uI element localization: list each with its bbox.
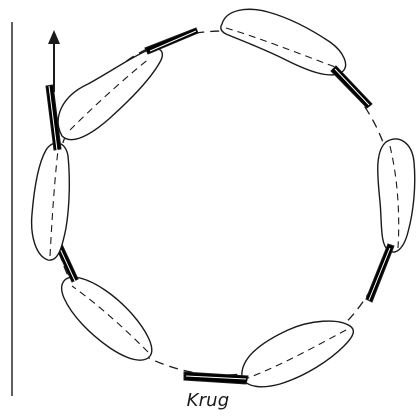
arrow-up-icon [48, 30, 60, 92]
figure-caption: Krug [0, 390, 416, 411]
feather-icon [184, 321, 353, 387]
feather-icon [58, 28, 198, 140]
feather-icon [221, 9, 372, 108]
feather-icon [366, 139, 415, 302]
feather-icon [48, 227, 152, 360]
